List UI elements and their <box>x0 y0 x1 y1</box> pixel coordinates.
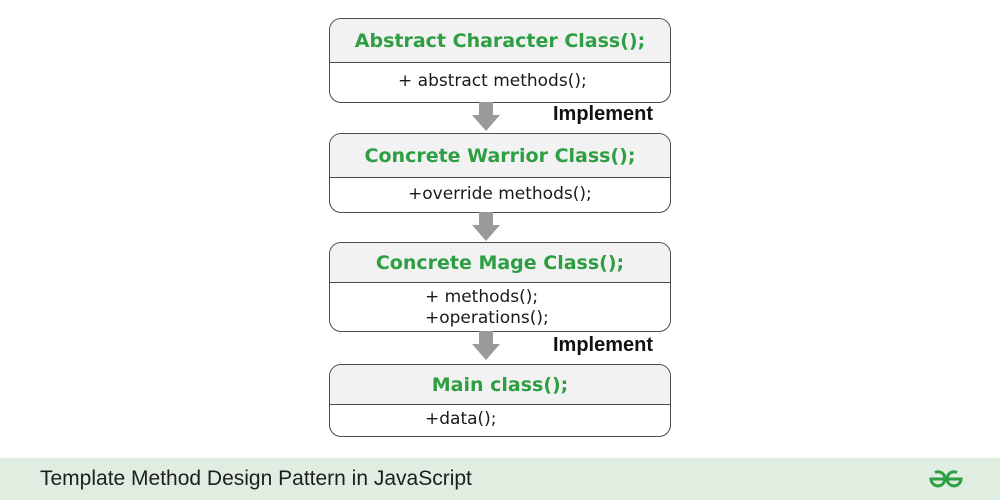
implement-label: Implement <box>553 103 654 125</box>
footer-title: Template Method Design Pattern in JavaSc… <box>40 467 472 490</box>
class-title: Concrete Warrior Class(); <box>330 134 670 178</box>
class-members: +override methods(); <box>330 178 670 205</box>
footer-bar: Template Method Design Pattern in JavaSc… <box>0 458 1000 500</box>
class-members: + methods(); +operations(); <box>330 283 670 329</box>
class-title: Concrete Mage Class(); <box>330 243 670 283</box>
geeksforgeeks-logo-icon <box>929 470 963 488</box>
class-member: + abstract methods(); <box>398 71 587 91</box>
class-member: +override methods(); <box>408 184 592 204</box>
down-arrow-icon <box>472 102 500 132</box>
class-title: Abstract Character Class(); <box>330 19 670 63</box>
implement-label: Implement <box>553 334 654 356</box>
concrete-mage-class-box: Concrete Mage Class(); + methods(); +ope… <box>329 242 671 332</box>
class-member: +operations(); <box>425 308 549 328</box>
class-member: + methods(); <box>425 287 539 307</box>
down-arrow-icon <box>472 331 500 361</box>
main-class-box: Main class(); +data(); <box>329 364 671 437</box>
class-diagram: Abstract Character Class(); + abstract m… <box>329 18 671 437</box>
down-arrow-icon <box>472 212 500 242</box>
class-members: + abstract methods(); <box>330 63 670 92</box>
class-member: +data(); <box>425 409 497 429</box>
class-members: +data(); <box>330 405 670 430</box>
concrete-warrior-class-box: Concrete Warrior Class(); +override meth… <box>329 133 671 213</box>
class-title: Main class(); <box>330 365 670 405</box>
abstract-character-class-box: Abstract Character Class(); + abstract m… <box>329 18 671 103</box>
